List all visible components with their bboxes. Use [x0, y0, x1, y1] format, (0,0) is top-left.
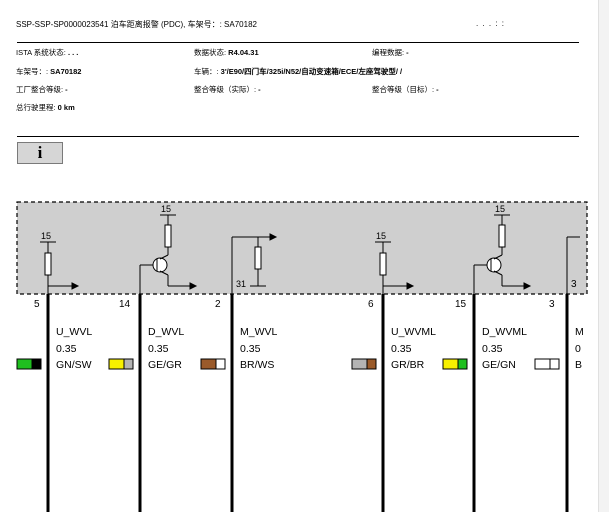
- ground-label: 31: [236, 279, 246, 289]
- pin-number-6: 3: [549, 299, 555, 310]
- meta-divider: [17, 136, 579, 137]
- supply-label-1: 15: [41, 231, 51, 241]
- wire-gauge-4: 0.35: [391, 343, 412, 355]
- supply-label-4: 15: [495, 204, 505, 214]
- circuit-symbols: [40, 214, 580, 295]
- pin-number-1: 5: [34, 299, 40, 310]
- timestamp: . . . : :: [476, 19, 506, 28]
- color-swatches: [16, 358, 560, 370]
- page-title: SSP-SSP-SP0000023541 泊车距离报警 (PDC), 车架号：:…: [16, 20, 257, 29]
- wire-gauge-2: 0.35: [148, 343, 169, 355]
- scrollbar[interactable]: [598, 0, 609, 512]
- wire-signal-1: U_WVL: [56, 326, 92, 338]
- wire-signal-6: M: [575, 326, 584, 338]
- wire-colors-1: GN/SW: [56, 359, 92, 371]
- vin: 车架号：: SA70182: [16, 67, 82, 76]
- color-swatch-2: [108, 358, 134, 370]
- color-swatch-5: [442, 358, 468, 370]
- wire-gauge-3: 0.35: [240, 343, 261, 355]
- pin-number-5: 15: [455, 299, 467, 310]
- color-swatch-4: [351, 358, 377, 370]
- header-divider: [17, 42, 579, 43]
- vehicle: 车辆：: 3'/E90/四门车/325i/N52/自动变速箱/ECE/左座驾驶型…: [194, 67, 403, 76]
- target-integration-level: 整合等级（目标）: -: [372, 85, 439, 94]
- control-module-box: [16, 201, 588, 295]
- total-mileage: 总行驶里程: 0 km: [16, 103, 75, 112]
- pin-number-4: 6: [368, 299, 374, 310]
- wire-signal-4: U_WVML: [391, 326, 436, 338]
- programming-data: 编程数据: -: [372, 48, 409, 57]
- wire-colors-2: GE/GR: [148, 359, 182, 371]
- pin-numbers: 5 14 2 6 15 3 3: [34, 279, 577, 310]
- wire-colors-4: GR/BR: [391, 359, 425, 371]
- info-button[interactable]: i: [17, 142, 63, 164]
- ista-status: ISTA 系统状态: . . .: [16, 48, 79, 57]
- wire-colors-5: GE/GN: [482, 359, 516, 371]
- wiring-diagram: 15 15 15 15 31 5 14 2 6 15 3 3 U_WVL 0.3…: [16, 201, 588, 512]
- color-swatch-1: [16, 358, 42, 370]
- color-swatch-6: [534, 358, 560, 370]
- wire-signal-2: D_WVL: [148, 326, 184, 338]
- wire-labels: U_WVL 0.35 GN/SW D_WVL 0.35 GE/GR M_WVL …: [56, 326, 584, 371]
- wire-colors-6: B: [575, 359, 582, 371]
- supply-label-3: 15: [376, 231, 386, 241]
- pin-number-2: 14: [119, 299, 131, 310]
- color-swatch-3: [200, 358, 226, 370]
- pin-number-7: 3: [571, 279, 577, 290]
- wire-signal-3: M_WVL: [240, 326, 278, 338]
- wire-colors-3: BR/WS: [240, 359, 274, 371]
- info-icon: i: [37, 143, 43, 162]
- wire-gauge-6: 0: [575, 343, 581, 355]
- data-status: 数据状态: R4.04.31: [194, 48, 259, 57]
- pin-number-3: 2: [215, 299, 221, 310]
- wire-gauge-5: 0.35: [482, 343, 503, 355]
- wire-gauge-1: 0.35: [56, 343, 77, 355]
- supply-labels: 15 15 15 15 31: [41, 204, 505, 289]
- actual-integration-level: 整合等级（实际）: -: [194, 85, 261, 94]
- factory-integration-level: 工厂整合等级: -: [16, 85, 68, 94]
- wires: [46, 294, 569, 512]
- supply-label-2: 15: [161, 204, 171, 214]
- wire-signal-5: D_WVML: [482, 326, 527, 338]
